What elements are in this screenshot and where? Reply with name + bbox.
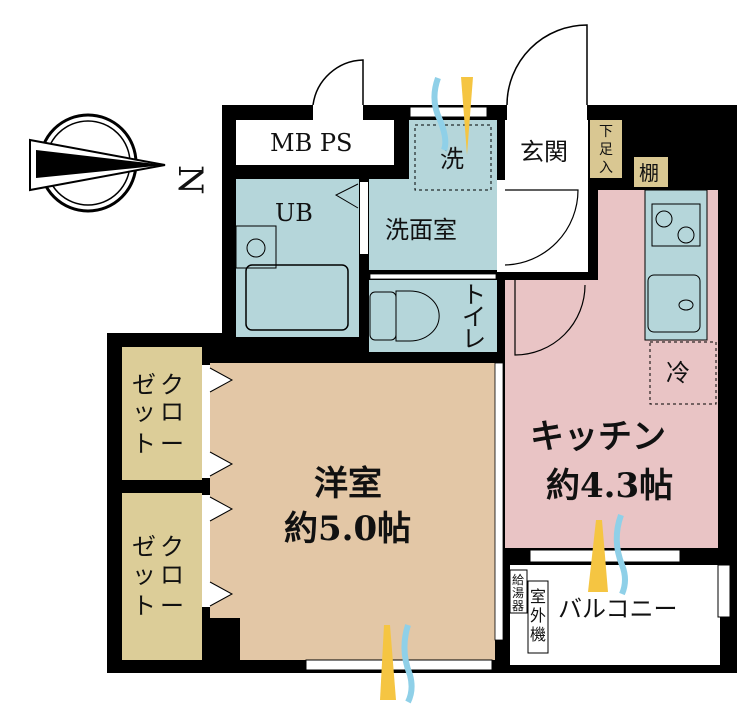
mbps-label: MB PS xyxy=(270,129,352,157)
closet-char: ク xyxy=(160,371,184,399)
kitchen-name: キッチン xyxy=(530,417,666,457)
fridge-label: 冷 xyxy=(666,359,690,387)
closet-char: ゼ xyxy=(132,371,156,399)
ventilation-marks xyxy=(380,76,628,704)
closet-char: ー xyxy=(160,592,184,620)
water-heater-char: 湯 xyxy=(512,586,524,600)
balcony-label: バルコニー xyxy=(558,595,678,623)
closet-char: ロ xyxy=(160,561,184,589)
closet-char: ッ xyxy=(132,561,156,589)
compass-icon: N xyxy=(29,113,210,213)
closet-char: ゼ xyxy=(132,533,156,561)
outdoor-unit-char: 室 xyxy=(530,587,546,606)
entrance xyxy=(505,120,588,180)
closet-2: ク ロ ー ゼ ッ ト xyxy=(122,493,234,660)
toilet-char: レ xyxy=(462,325,486,353)
water-heater-char: 給 xyxy=(512,573,524,587)
water-heater xyxy=(509,569,528,614)
water-heater-char: 器 xyxy=(512,599,524,613)
shoe-box xyxy=(590,120,622,178)
closet-1: ク ロ ー ゼ ッ ト xyxy=(122,347,234,480)
shoe-box-char: 入 xyxy=(599,160,613,176)
shelf xyxy=(634,157,668,187)
outdoor-unit-char: 機 xyxy=(530,625,546,644)
toilet-char: ト xyxy=(462,281,486,309)
closet-char: ク xyxy=(160,533,184,561)
washroom xyxy=(369,179,497,270)
shoe-box-char: 足 xyxy=(599,142,613,158)
north-label: N xyxy=(170,165,210,195)
entrance-doors xyxy=(312,24,588,106)
kitchen-counter xyxy=(644,189,708,341)
western-room-size: 約5.0帖 xyxy=(284,509,411,549)
toilet-char: イ xyxy=(462,303,486,331)
closet-char: ト xyxy=(132,430,156,458)
shoe-box-char: 下 xyxy=(599,124,613,140)
washroom-label: 洗面室 xyxy=(385,216,457,244)
fridge-space xyxy=(649,341,717,405)
shelf-label: 棚 xyxy=(639,161,659,185)
closet-char: ロ xyxy=(160,398,184,426)
western-room xyxy=(210,363,495,660)
outdoor-unit xyxy=(527,580,549,654)
closet-char: ッ xyxy=(132,398,156,426)
closet-char: ト xyxy=(132,592,156,620)
outdoor-unit-char: 外 xyxy=(530,606,546,625)
entrance-label: 玄関 xyxy=(520,138,568,166)
kitchen-size: 約4.3帖 xyxy=(546,466,673,506)
closet-char: ー xyxy=(160,430,184,458)
western-room-name: 洋室 xyxy=(314,464,382,504)
unit-bath-label: UB xyxy=(275,199,313,227)
mbps-area xyxy=(236,120,394,165)
